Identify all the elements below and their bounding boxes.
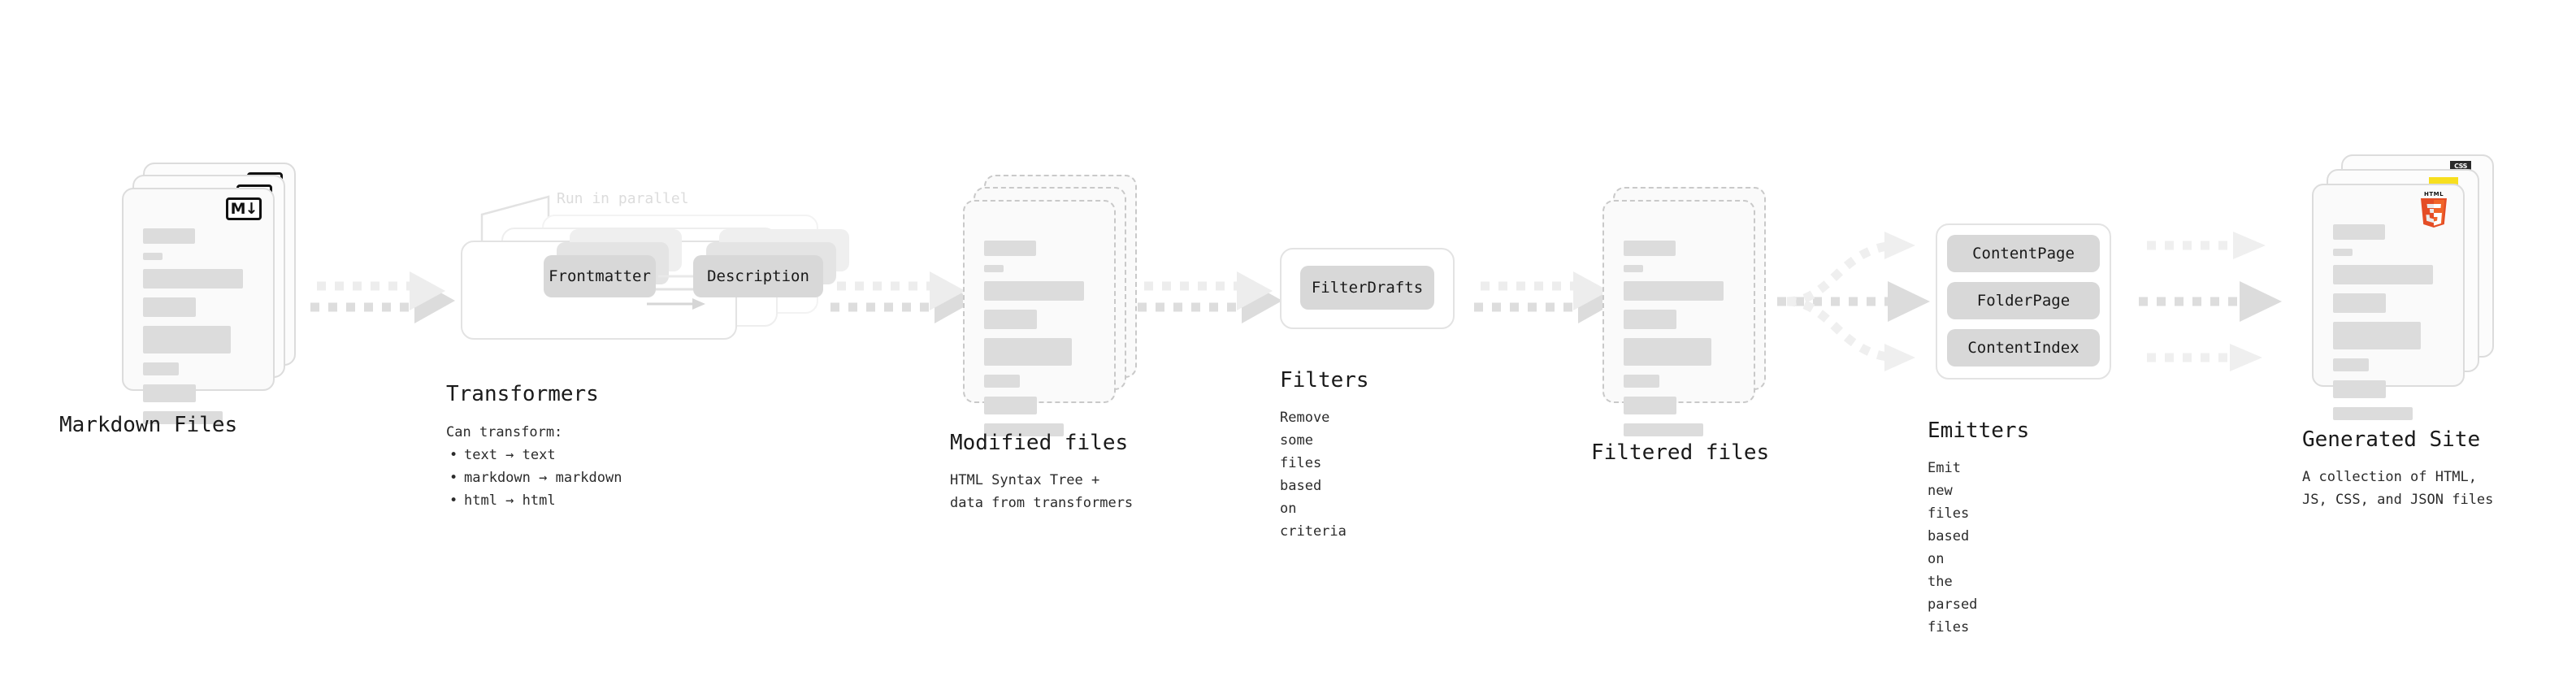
stage-title-emitters: Emitters xyxy=(1928,419,2030,443)
emitter-node-contentpage[interactable]: ContentPage xyxy=(1947,235,2100,272)
stage-title-transformers: Transformers xyxy=(446,382,599,406)
emitter-node-contentpage-label: ContentPage xyxy=(1972,245,2075,262)
generated-site-desc: A collection of HTML, JS, CSS, and JSON … xyxy=(2302,469,2494,509)
emitter-node-contentindex-label: ContentIndex xyxy=(1967,339,2079,357)
stage-title-modified-files: Modified files xyxy=(950,431,1129,455)
modified-file-stack xyxy=(963,175,1142,436)
modified-card-front xyxy=(963,200,1116,436)
filter-node-filterdrafts[interactable]: FilterDrafts xyxy=(1300,266,1434,310)
markdown-card-front: M↓ xyxy=(122,188,275,424)
filtered-card-front xyxy=(1602,200,1755,436)
transformers-bullet-2: html → html xyxy=(446,489,622,512)
connector-markdown-to-transformers xyxy=(310,271,455,323)
transformers-bullet-1: markdown → markdown xyxy=(446,466,622,489)
filters-desc: Remove some files based on criteria xyxy=(1280,410,1347,540)
stage-title-filtered-files: Filtered files xyxy=(1591,440,1770,465)
transformers-desc-lead: Can transform: xyxy=(446,424,563,440)
stage-title-filters: Filters xyxy=(1280,368,1369,393)
emitter-node-contentindex[interactable]: ContentIndex xyxy=(1947,329,2100,367)
transformer-node-frontmatter-label: Frontmatter xyxy=(549,267,651,285)
placeholder-lines xyxy=(984,241,1095,445)
stage-filtered-files: Filtered files xyxy=(1591,187,1781,465)
filter-node-filterdrafts-label: FilterDrafts xyxy=(1311,279,1424,297)
svg-text:HTML: HTML xyxy=(2424,191,2444,197)
connector-transformers-to-modified xyxy=(830,271,975,323)
markdown-file-stack: M↓ M↓ M↓ xyxy=(122,163,301,424)
stage-modified-files: Modified files HTML Syntax Tree + data f… xyxy=(950,175,1142,511)
connector-emitters-to-site xyxy=(2139,232,2282,371)
transformer-node-description-label: Description xyxy=(707,267,809,285)
connector-filtered-to-emitters-fanout xyxy=(1777,232,1930,371)
emitter-node-folderpage[interactable]: FolderPage xyxy=(1947,282,2100,319)
transformer-node-description[interactable]: Description xyxy=(693,255,823,297)
emitters-desc: Emit new files based on the parsed files xyxy=(1928,460,1978,636)
run-in-parallel-leader xyxy=(480,195,550,252)
transformers-bullet-0: text → text xyxy=(446,444,622,466)
placeholder-lines xyxy=(2333,224,2444,429)
stage-generated-site: CSS HTML xyxy=(2302,154,2499,508)
generated-site-stack: CSS HTML xyxy=(2312,154,2499,420)
connector-filters-to-filtered xyxy=(1474,271,1619,323)
connector-modified-to-filters xyxy=(1138,271,1282,323)
markdown-icon: M↓ xyxy=(226,197,262,220)
stage-markdown-files: M↓ M↓ M↓ Markdown Files xyxy=(59,163,301,437)
run-in-parallel-label: Run in parallel xyxy=(557,190,689,207)
html5-icon: HTML xyxy=(2418,190,2450,228)
transformer-node-frontmatter[interactable]: Frontmatter xyxy=(544,255,656,297)
site-card-front-html: HTML xyxy=(2312,184,2465,420)
transformers-bullet-list: text → text markdown → markdown html → h… xyxy=(446,444,622,512)
stage-title-markdown-files: Markdown Files xyxy=(59,413,238,437)
stage-title-generated-site: Generated Site xyxy=(2302,427,2481,452)
placeholder-lines xyxy=(1624,241,1734,445)
placeholder-lines xyxy=(143,228,254,433)
emitter-node-folderpage-label: FolderPage xyxy=(1976,292,2071,310)
modified-files-desc: HTML Syntax Tree + data from transformer… xyxy=(950,472,1134,512)
filtered-file-stack xyxy=(1602,187,1781,436)
html5-icon-svg: HTML xyxy=(2421,191,2447,228)
